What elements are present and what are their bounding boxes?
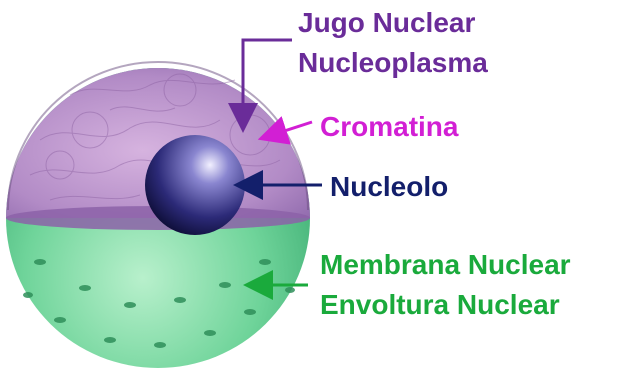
nucleolo-label: Nucleolo — [330, 170, 448, 204]
membrana-nuclear-label: Membrana Nuclear — [320, 248, 571, 282]
jugo-nuclear-label: Jugo Nuclear — [298, 6, 475, 40]
cromatina-label: Cromatina — [320, 110, 458, 144]
nucleoplasma-label: Nucleoplasma — [298, 46, 488, 80]
envoltura-nuclear-label: Envoltura Nuclear — [320, 288, 560, 322]
nucleolus — [145, 135, 245, 235]
